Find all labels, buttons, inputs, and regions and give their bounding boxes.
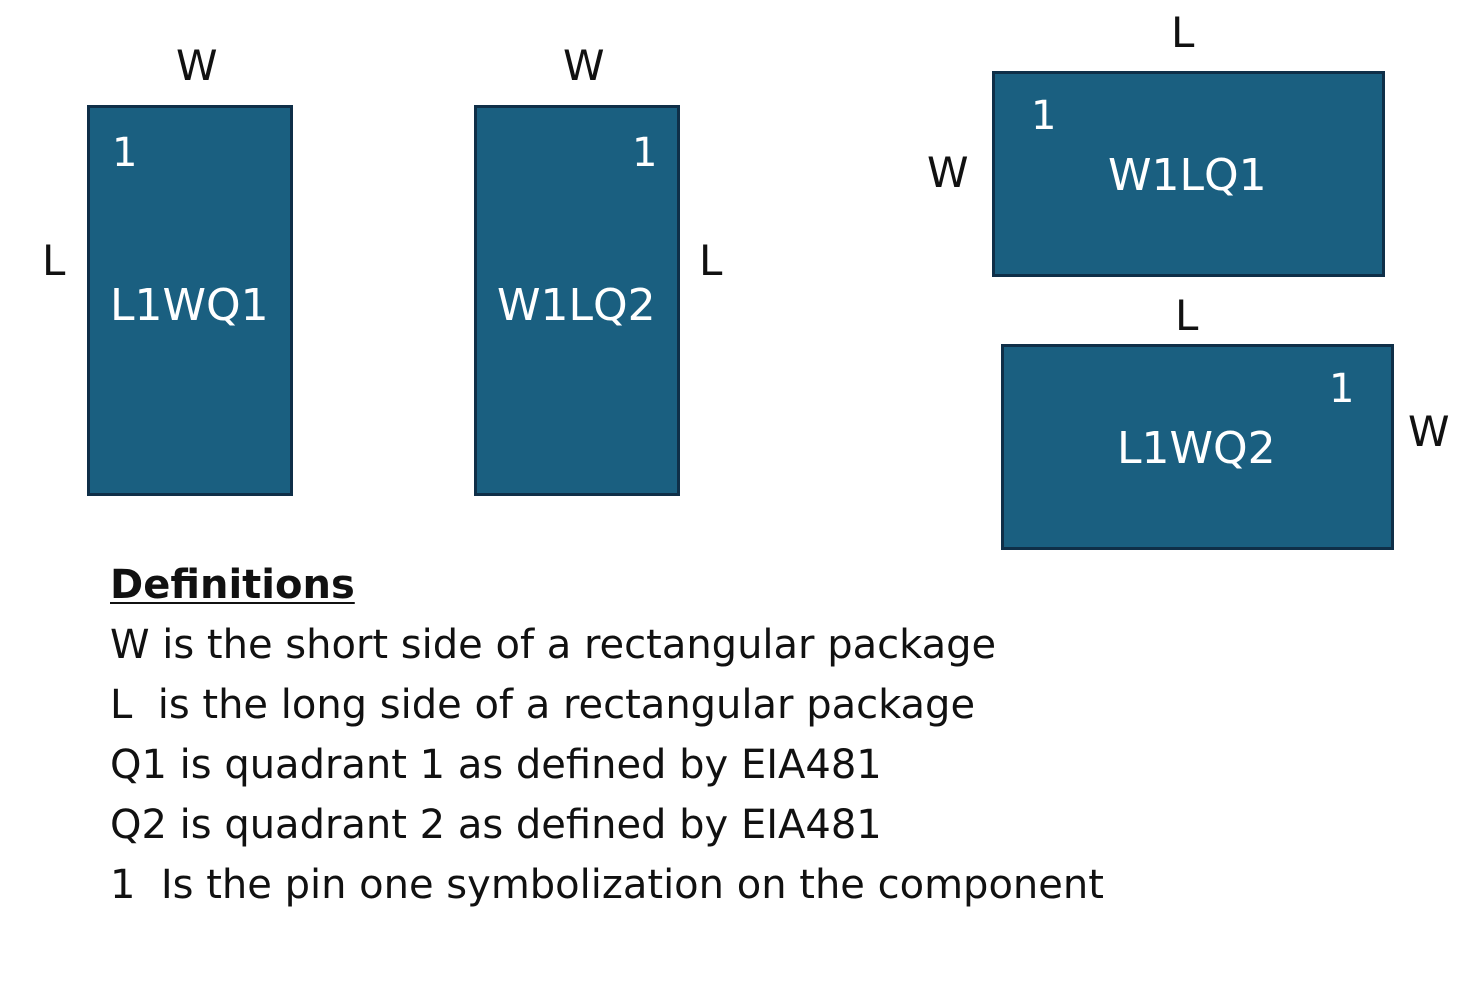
pin-one-marker: 1	[632, 130, 658, 176]
definition-pin-one: 1 Is the pin one symbolization on the co…	[110, 862, 1104, 908]
package-code-label: L1WQ2	[1117, 423, 1276, 474]
package-l1wq1: 1 L1WQ1	[87, 105, 293, 496]
pin-one-marker: 1	[1031, 93, 1057, 139]
package-w1lq1: 1 W1LQ1	[992, 71, 1385, 277]
w1lq2-length-label: L	[699, 236, 723, 285]
definition-q1: Q1 is quadrant 1 as defined by EIA481	[110, 742, 882, 788]
definition-q2: Q2 is quadrant 2 as defined by EIA481	[110, 802, 882, 848]
definition-w: W is the short side of a rectangular pac…	[110, 622, 997, 668]
l1wq1-width-label: W	[176, 41, 218, 90]
pin-one-marker: 1	[1329, 366, 1355, 412]
l1wq1-length-label: L	[42, 236, 66, 285]
l1wq2-length-label: L	[1175, 291, 1199, 340]
pin-one-marker: 1	[112, 130, 138, 176]
definitions-title: Definitions	[110, 562, 355, 608]
package-code-label: L1WQ1	[110, 280, 269, 331]
definition-l: L is the long side of a rectangular pack…	[110, 682, 976, 728]
package-l1wq2: 1 L1WQ2	[1001, 344, 1394, 550]
w1lq1-width-label: W	[927, 148, 969, 197]
package-code-label: W1LQ1	[1108, 150, 1267, 201]
w1lq2-width-label: W	[563, 41, 605, 90]
package-w1lq2: 1 W1LQ2	[474, 105, 680, 496]
w1lq1-length-label: L	[1171, 8, 1195, 57]
l1wq2-width-label: W	[1408, 407, 1450, 456]
package-code-label: W1LQ2	[497, 280, 656, 331]
definitions-section: Definitions W is the short side of a rec…	[110, 555, 1360, 915]
